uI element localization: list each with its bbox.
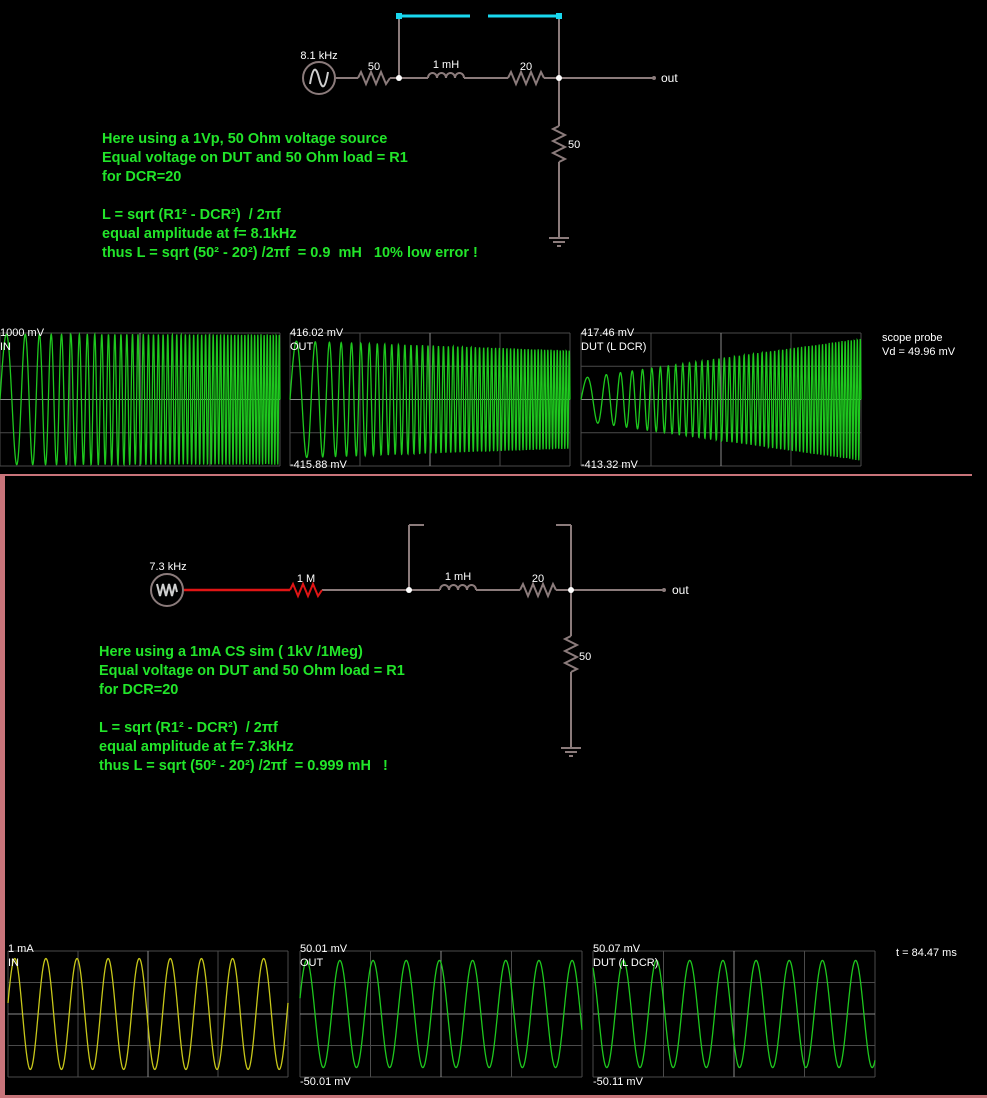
explanation-line: Equal voltage on DUT and 50 Ohm load = R… [102,150,408,166]
explanation-line: Here using a 1mA CS sim ( 1kV /1Meg) [99,644,363,660]
bottom-source-resistor[interactable] [289,581,323,599]
bottom-scope-dut[interactable] [592,950,876,1078]
top-junction [556,75,562,81]
scope-trace [592,959,876,1069]
explanation-line: for DCR=20 [102,169,182,185]
top-load-resistor[interactable] [550,125,568,163]
top-scope-out-min: -415.88 mV [290,459,347,471]
top-scope-dut[interactable] [580,332,862,467]
top-scope-in-name: IN [0,341,11,353]
top-out-label: out [661,71,678,85]
scope-trace [0,331,281,468]
ground-icon [561,747,581,757]
top-scope-in[interactable] [0,331,281,468]
bottom-load-label: 50 [579,651,591,663]
top-switch[interactable] [396,13,562,19]
top-junction [396,75,402,81]
top-dcr-label: 20 [520,61,532,73]
top-scope-out-name: OUT [290,341,314,353]
explanation-line: thus L = sqrt (50² - 20²) /2πf = 0.999 m… [99,758,388,774]
explanation-line: Equal voltage on DUT and 50 Ohm load = R… [99,663,405,679]
top-scope-in-max: 1000 mV [0,327,45,339]
bottom-dcr-label: 20 [532,573,544,585]
scope-trace [289,340,571,459]
top-scope-dut-name: DUT (L DCR) [581,341,647,353]
scope-probe-title: scope probe [882,332,943,344]
top-circuit[interactable]: 8.1 kHz 50 1 mH 20 50 out [300,13,678,247]
bottom-scope-out-min: -50.01 mV [300,1076,351,1088]
scope-trace [299,959,583,1069]
top-source-resistor-label: 50 [368,61,380,73]
top-inductor-label: 1 mH [433,59,459,71]
bottom-junction [568,587,574,593]
scope-panels[interactable] [0,331,876,1078]
bottom-scope-out[interactable] [299,950,583,1078]
bottom-scope-in-max: 1 mA [8,943,34,955]
explanation-line: L = sqrt (R1² - DCR²) / 2πf [102,207,281,223]
explanation-line: for DCR=20 [99,682,179,698]
top-scope-dut-max: 417.46 mV [581,327,635,339]
bottom-scope-in-name: IN [8,957,19,969]
explanation-line: equal amplitude at f= 7.3kHz [99,739,294,755]
bottom-explanation-text: Here using a 1mA CS sim ( 1kV /1Meg) Equa… [99,643,405,776]
top-inductor[interactable] [427,72,465,79]
top-source-resistor[interactable] [357,69,391,87]
section-border-bottom [0,1095,987,1098]
sine-source-icon[interactable] [302,61,336,95]
explanation-line: equal amplitude at f= 8.1kHz [102,226,297,242]
ground-icon [549,237,569,247]
bottom-inductor-label: 1 mH [445,571,471,583]
explanation-line [99,700,405,719]
bottom-scope-out-max: 50.01 mV [300,943,348,955]
bottom-circuit[interactable]: 7.3 kHz 1 M 1 mH 20 50 out [149,524,689,757]
bottom-output-terminal [662,588,666,592]
scope-trace [7,957,289,1071]
bottom-scope-dut-max: 50.07 mV [593,943,641,955]
current-source-icon[interactable] [150,573,184,607]
section-border-left [0,476,5,1098]
top-scope-dut-min: -413.32 mV [581,459,638,471]
bottom-scope-dut-min: -50.11 mV [593,1076,643,1088]
bottom-source-resistor-label: 1 M [297,573,315,585]
explanation-line: Here using a 1Vp, 50 Ohm voltage source [102,131,388,147]
bottom-source-freq: 7.3 kHz [149,561,186,573]
bottom-inductor[interactable] [439,584,477,591]
sim-time-readout: t = 84.47 ms [896,947,957,959]
top-output-terminal [652,76,656,80]
explanation-line: L = sqrt (R1² - DCR²) / 2πf [99,720,278,736]
section-separator [0,474,972,476]
bottom-load-resistor[interactable] [562,635,580,673]
scope-trace [580,337,862,461]
bottom-dcr-resistor[interactable] [519,581,557,599]
top-scope-out-max: 416.02 mV [290,327,344,339]
explanation-line [102,187,478,206]
bottom-scope-in[interactable] [7,950,289,1078]
explanation-line: thus L = sqrt (50² - 20²) /2πf = 0.9 mH … [102,245,478,261]
bottom-scope-out-name: OUT [300,957,324,969]
top-dcr-resistor[interactable] [507,69,545,87]
bottom-out-label: out [672,583,689,597]
bottom-junction [406,587,412,593]
scope-probe-value: Vd = 49.96 mV [882,346,956,358]
top-scope-out[interactable] [289,332,571,467]
top-source-freq: 8.1 kHz [300,50,337,62]
bottom-scope-dut-name: DUT (L DCR) [593,957,659,969]
top-load-label: 50 [568,139,580,151]
